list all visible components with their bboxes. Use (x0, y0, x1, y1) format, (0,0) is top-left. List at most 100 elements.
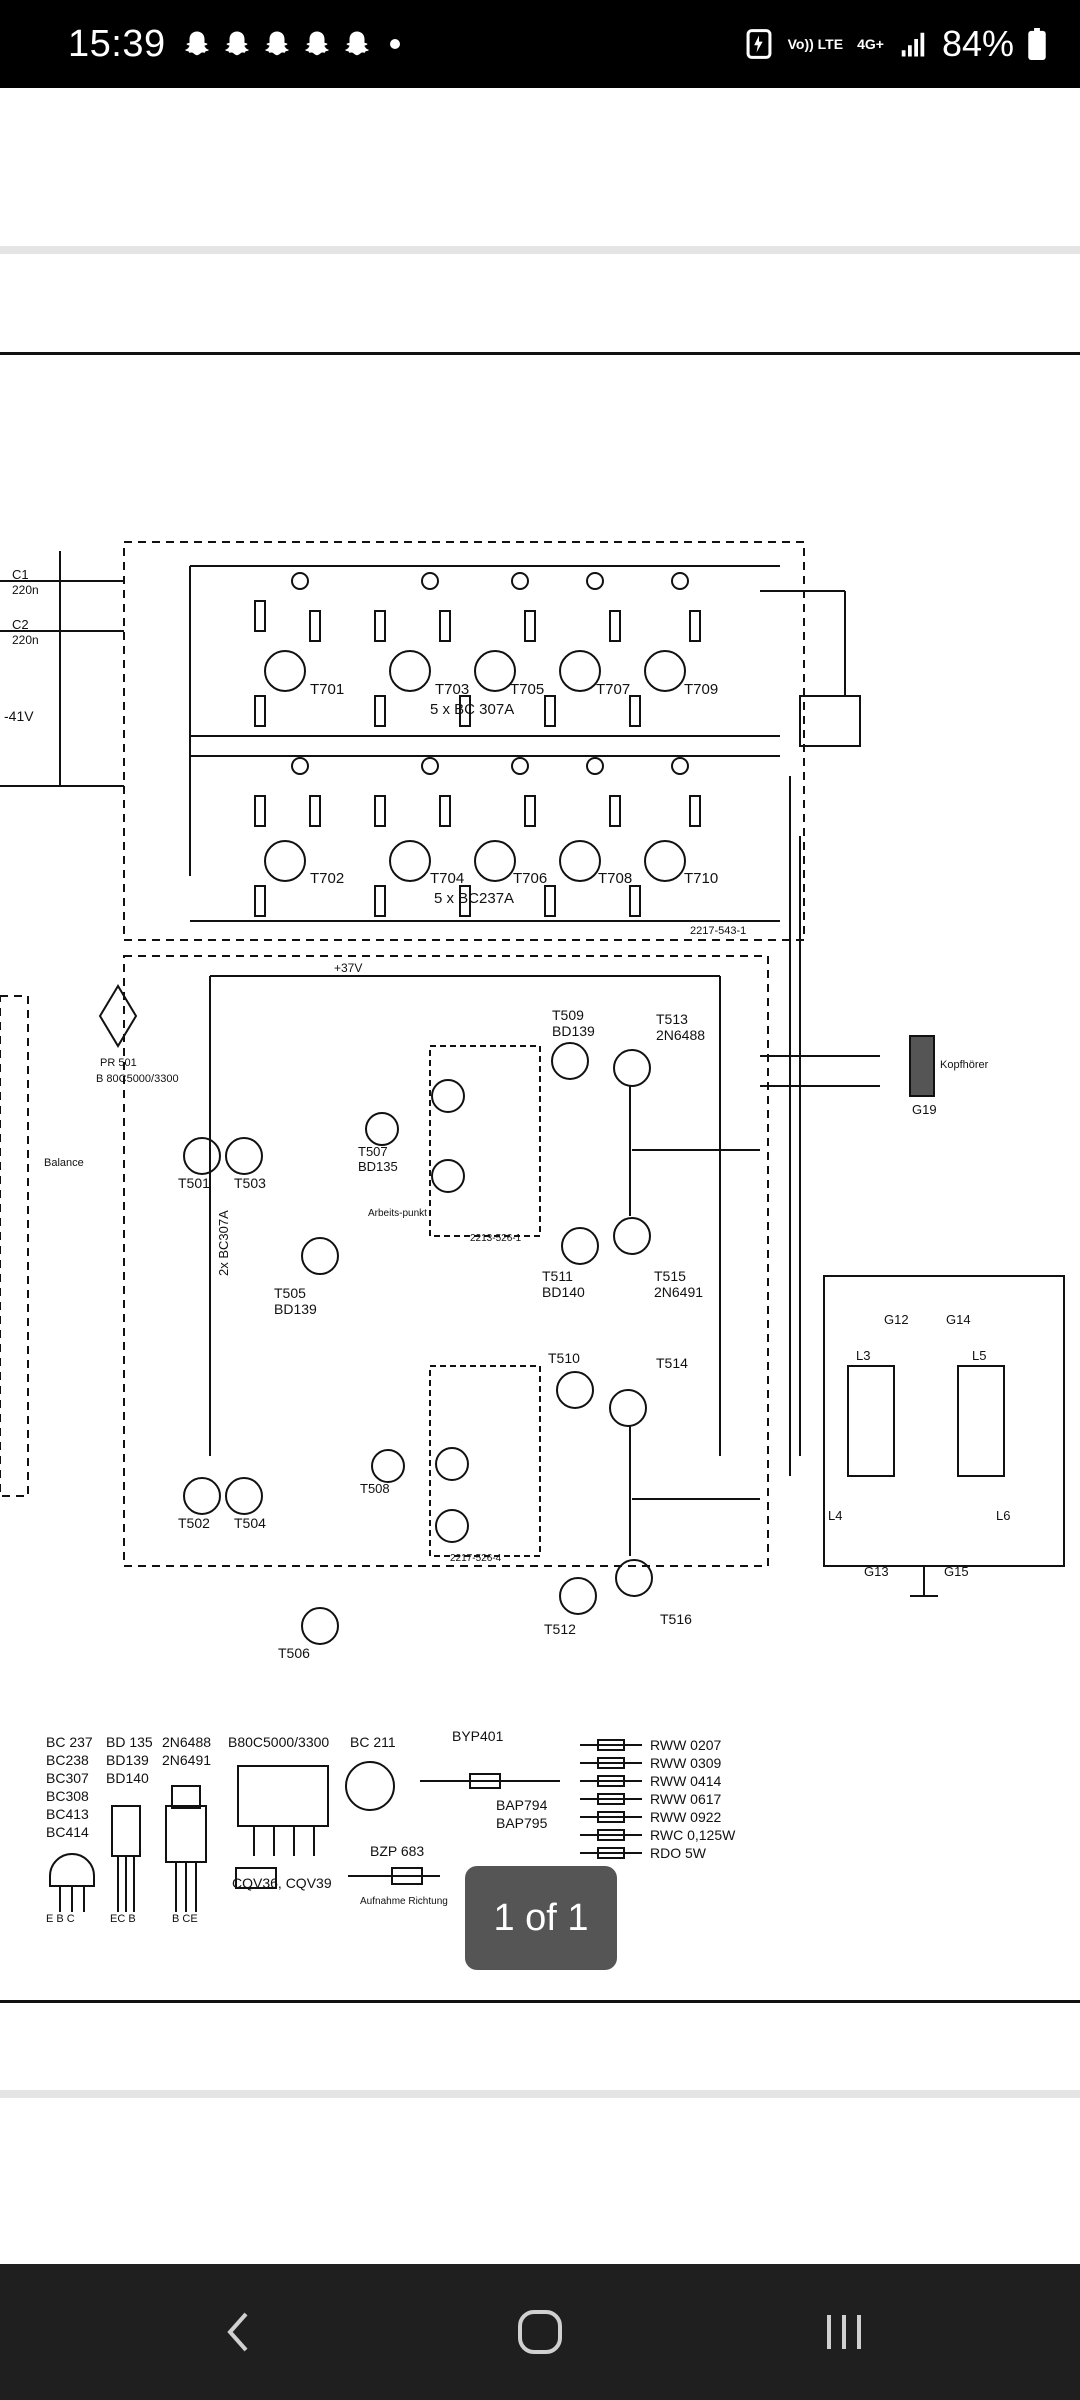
svg-text:BC 211: BC 211 (350, 1734, 396, 1750)
back-chevron-icon (227, 2312, 248, 2352)
svg-text:BC413: BC413 (46, 1806, 89, 1822)
svg-text:T705: T705 (510, 681, 544, 698)
svg-text:220n: 220n (12, 633, 39, 647)
battery-icon (1028, 28, 1046, 60)
svg-text:T701: T701 (310, 681, 344, 698)
svg-text:E B C: E B C (46, 1913, 75, 1925)
svg-text:EC B: EC B (110, 1913, 136, 1925)
viewer-top-border (0, 352, 1080, 355)
page-counter: 1 of 1 (465, 1866, 617, 1970)
system-status-icons: Vo)) LTE 4G+ 84% (744, 23, 1046, 65)
circuit-schematic-image[interactable]: C1 220n C2 220n -41V T701 T703 T705 T707… (0, 356, 1080, 2000)
svg-text:2N6491: 2N6491 (654, 1284, 703, 1300)
svg-text:RDO 5W: RDO 5W (650, 1845, 707, 1861)
image-viewer[interactable]: C1 220n C2 220n -41V T701 T703 T705 T707… (0, 356, 1080, 2000)
svg-text:G19: G19 (912, 1102, 937, 1117)
snapchat-ghost-icon (344, 31, 369, 56)
svg-text:5 x BC 307A: 5 x BC 307A (430, 701, 514, 718)
svg-text:T710: T710 (684, 870, 718, 887)
svg-text:BC 237: BC 237 (46, 1734, 93, 1750)
svg-text:2x BC307A: 2x BC307A (216, 1210, 231, 1276)
recent-apps-icon (827, 2315, 861, 2349)
svg-text:C2: C2 (12, 617, 29, 632)
recent-apps-button[interactable] (804, 2292, 884, 2372)
svg-text:Kopfhörer: Kopfhörer (940, 1059, 989, 1071)
svg-text:T504: T504 (234, 1515, 266, 1531)
svg-text:2213-526-1: 2213-526-1 (470, 1233, 522, 1244)
svg-text:T709: T709 (684, 681, 718, 698)
svg-text:T505: T505 (274, 1285, 306, 1301)
svg-text:T707: T707 (596, 681, 630, 698)
snapchat-ghost-icon (304, 31, 329, 56)
home-square-icon (518, 2310, 562, 2354)
svg-text:G13: G13 (864, 1564, 889, 1579)
svg-text:T706: T706 (513, 870, 547, 887)
voltage-label: -41V (4, 708, 34, 724)
svg-text:5 x BC237A: 5 x BC237A (434, 890, 514, 907)
led-row-top: T701 T703 T705 T707 T709 5 x BC 307A (189, 565, 780, 876)
volte-indicator: Vo)) LTE (787, 36, 844, 52)
svg-text:T708: T708 (598, 870, 632, 887)
more-notifications-dot-icon (389, 39, 400, 49)
svg-text:T509: T509 (552, 1007, 584, 1023)
svg-text:2217-543-1: 2217-543-1 (690, 925, 746, 937)
svg-text:RWC 0,125W: RWC 0,125W (650, 1827, 736, 1843)
svg-text:220n: 220n (12, 583, 39, 597)
back-button[interactable] (198, 2292, 278, 2372)
svg-text:BC307: BC307 (46, 1770, 89, 1786)
blank-header-area (0, 88, 1080, 246)
signal-strength-icon (901, 32, 925, 57)
divider (0, 246, 1080, 254)
svg-text:T506: T506 (278, 1645, 310, 1661)
svg-text:G15: G15 (944, 1564, 969, 1579)
svg-text:G12: G12 (884, 1312, 909, 1327)
resistor-types: RWW 0207 RWW 0309 RWW 0414 RWW 0617 RWW … (580, 1737, 736, 1861)
svg-text:T513: T513 (656, 1011, 688, 1027)
svg-text:PR 501: PR 501 (100, 1057, 137, 1069)
svg-text:L6: L6 (996, 1508, 1010, 1523)
snapchat-ghost-icon (184, 31, 209, 56)
svg-text:T515: T515 (654, 1268, 686, 1284)
svg-text:Balance: Balance (44, 1157, 84, 1169)
svg-text:BC238: BC238 (46, 1752, 89, 1768)
svg-text:RWW 0414: RWW 0414 (650, 1773, 722, 1789)
led-board-outline (123, 541, 805, 941)
svg-text:Aufnahme Richtung: Aufnahme Richtung (360, 1896, 448, 1907)
svg-text:T703: T703 (435, 681, 469, 698)
svg-text:BD135: BD135 (358, 1159, 398, 1174)
svg-text:T511: T511 (542, 1268, 573, 1284)
svg-text:L5: L5 (972, 1348, 986, 1363)
svg-text:L4: L4 (828, 1508, 842, 1523)
svg-text:T502: T502 (178, 1515, 210, 1531)
svg-text:T516: T516 (660, 1611, 692, 1627)
svg-text:RWW 0922: RWW 0922 (650, 1809, 722, 1825)
svg-text:T512: T512 (544, 1621, 576, 1637)
svg-text:T704: T704 (430, 870, 464, 887)
left-board-outline (0, 995, 29, 1497)
svg-text:2N6488: 2N6488 (162, 1734, 211, 1750)
led-row-bottom: T702 T704 T706 T708 T710 5 x BC237A 2217… (190, 755, 780, 937)
svg-text:RWW 0617: RWW 0617 (650, 1791, 722, 1807)
svg-text:RWW 0207: RWW 0207 (650, 1737, 722, 1753)
svg-text:2217-526-4: 2217-526-4 (450, 1553, 502, 1564)
network-type-indicator: 4G+ (857, 36, 884, 52)
svg-text:RWW 0309: RWW 0309 (650, 1755, 722, 1771)
svg-text:BC414: BC414 (46, 1824, 89, 1840)
svg-text:BAP794: BAP794 (496, 1797, 548, 1813)
svg-text:2N6488: 2N6488 (656, 1027, 705, 1043)
svg-text:BD139: BD139 (106, 1752, 149, 1768)
amplifier-channel-upper: T501 T503 2x BC307A T507 BD135 T505 BD13… (178, 1007, 760, 1317)
svg-text:Arbeits-punkt: Arbeits-punkt (368, 1208, 427, 1219)
home-button[interactable] (500, 2292, 580, 2372)
status-time: 15:39 (68, 22, 166, 65)
svg-text:B CE: B CE (172, 1913, 198, 1925)
svg-text:T507: T507 (358, 1144, 388, 1159)
svg-text:B80C5000/3300: B80C5000/3300 (228, 1734, 329, 1750)
svg-text:BD140: BD140 (106, 1770, 149, 1786)
svg-text:T501: T501 (178, 1175, 210, 1191)
cap-label-c1: C1 (12, 567, 29, 582)
svg-text:BD 135: BD 135 (106, 1734, 153, 1750)
svg-text:BYP401: BYP401 (452, 1728, 504, 1744)
notification-icons (182, 29, 400, 59)
navigation-bar (0, 2264, 1080, 2400)
